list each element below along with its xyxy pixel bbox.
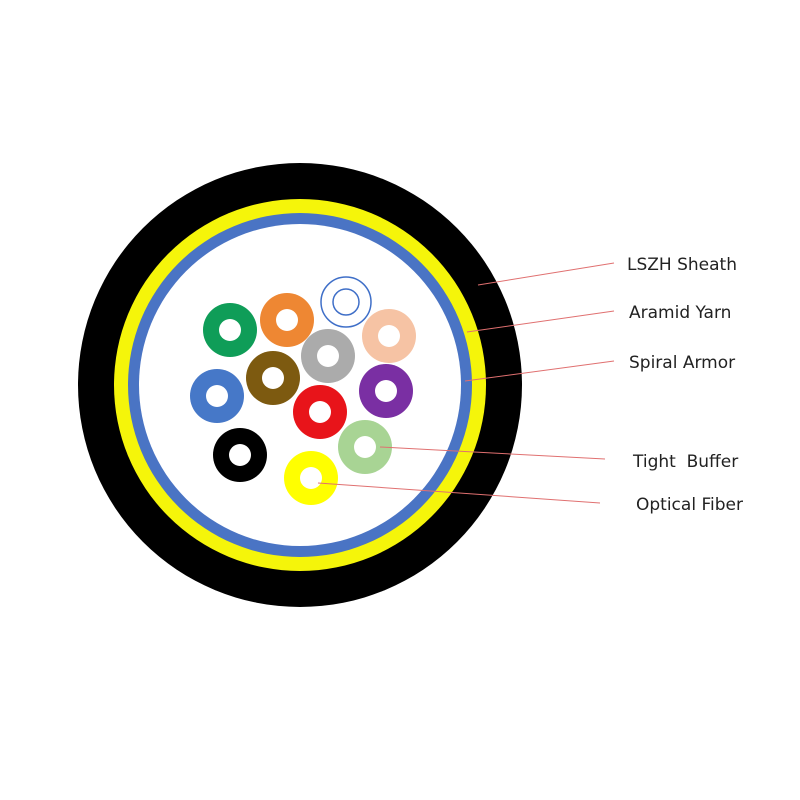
sheath-label: LSZH Sheath: [627, 255, 737, 275]
fiber-label: Optical Fiber: [636, 495, 743, 515]
armor-label: Spiral Armor: [629, 353, 735, 373]
yarn-leader-line: [466, 310, 615, 333]
aqua-fiber-core: [354, 436, 376, 458]
leader-lines: [317, 262, 615, 504]
violet-fiber-core: [375, 380, 397, 402]
sheath-leader-line: [477, 262, 615, 286]
blue-fiber-core: [206, 385, 228, 407]
yellow-fiber-core: [300, 467, 322, 489]
fiber-leader-line: [317, 482, 601, 504]
rose-fiber-core: [378, 325, 400, 347]
white-fiber-core: [332, 288, 360, 316]
yarn-label: Aramid Yarn: [629, 303, 731, 323]
buffer-leader-line: [379, 446, 606, 460]
green-fiber-core: [219, 319, 241, 341]
brown-fiber-core: [262, 367, 284, 389]
orange-fiber-core: [276, 309, 298, 331]
fiber-cores: [206, 288, 400, 489]
black-fiber-core: [229, 444, 251, 466]
buffer-label: Tight Buffer: [632, 452, 738, 472]
red-fiber-core: [309, 401, 331, 423]
armor-leader-line: [464, 360, 615, 382]
gray-fiber-core: [317, 345, 339, 367]
